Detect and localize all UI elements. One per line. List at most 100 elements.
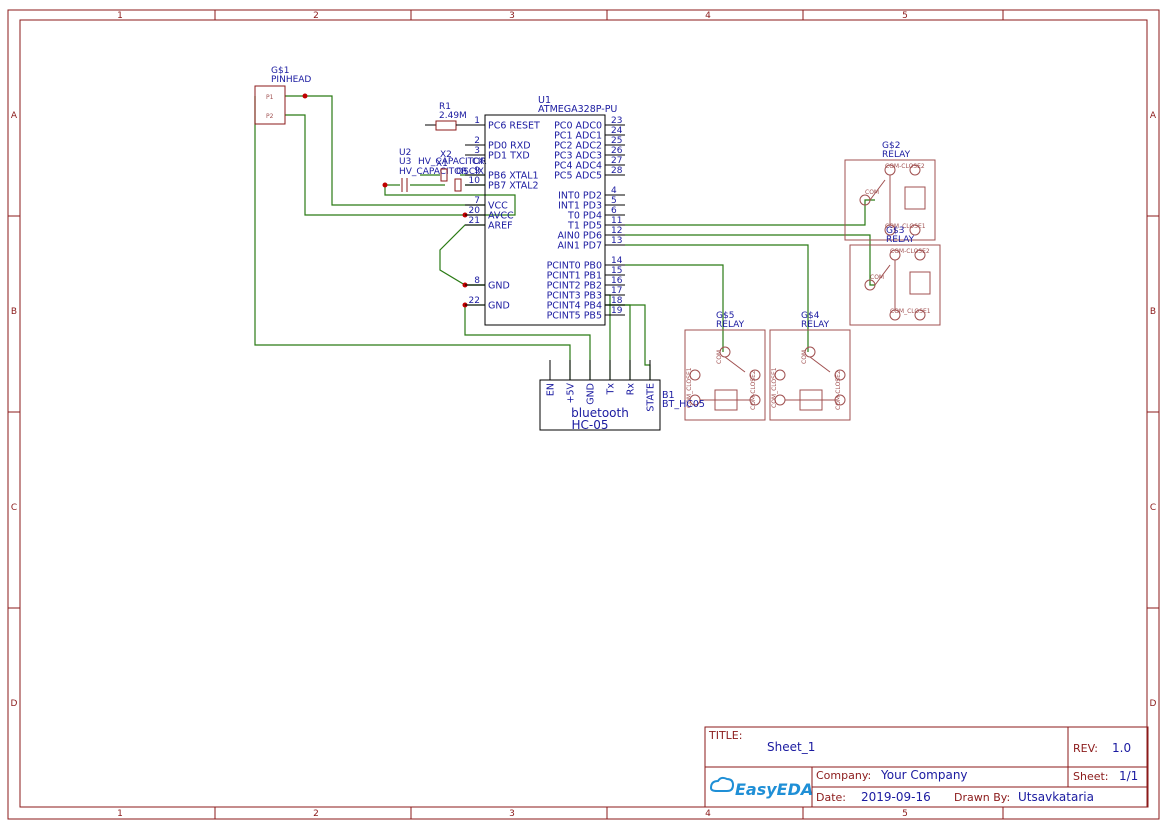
pin-name: PCINT0 PB0 — [547, 261, 602, 272]
pin-number: 27 — [611, 156, 622, 166]
pin-label: P1 — [266, 94, 274, 101]
pin-number: 21 — [469, 216, 480, 226]
pin-number: 5 — [611, 196, 617, 206]
pin-name: INT0 PD2 — [558, 191, 602, 202]
pin-number: 1 — [474, 116, 480, 126]
sheet-title: Sheet_1 — [767, 740, 815, 754]
pin-name: PD0 RXD — [488, 141, 531, 152]
pinhead-g1[interactable]: P1 P2 G$1 PINHEAD — [254, 66, 311, 125]
col-label-bottom: 2 — [313, 809, 319, 819]
pin-name: PB7 XTAL2 — [488, 181, 539, 192]
pin-number: 19 — [611, 306, 623, 316]
bt-pin-label: STATE — [646, 383, 657, 412]
relays: G$2RELAYCOMCOM-CLOSE2COM_CLOSE1G$3RELAYC… — [684, 141, 941, 421]
label-com: COM — [716, 350, 723, 364]
pin-number: 22 — [469, 296, 480, 306]
pin-number: 25 — [611, 136, 622, 146]
col-label-bottom: 5 — [902, 809, 908, 819]
col-label-top: 3 — [509, 11, 515, 21]
label-com: COM — [865, 189, 879, 196]
col-label-top: 4 — [705, 11, 711, 21]
bt-title: bluetooth — [571, 406, 629, 420]
pin-number: 8 — [474, 276, 480, 286]
relay-body — [844, 159, 936, 241]
r1-ref: R1 — [439, 102, 451, 112]
pin-number: 12 — [611, 226, 622, 236]
u1-ref: U1 — [538, 95, 551, 106]
label-nc: COM-CLOSE2 — [885, 163, 925, 170]
company-value: Your Company — [880, 768, 968, 782]
pin-name: PCINT2 PB2 — [547, 281, 602, 292]
pin-number: 2 — [474, 136, 480, 146]
label-com: COM — [870, 274, 884, 281]
bt-pin-label: GND — [586, 383, 597, 405]
crystals[interactable]: X2 CX X1 OSCIX — [436, 150, 484, 192]
r1-value: 2.49M — [439, 111, 467, 121]
x2-value: CX — [472, 157, 484, 167]
pin-name: PC5 ADC5 — [554, 171, 602, 182]
pin-name: PC6 RESET — [488, 121, 540, 132]
logo-text: EasyEDA — [735, 780, 813, 799]
bt-pin-label: EN — [546, 383, 557, 396]
date-value: 2019-09-16 — [861, 790, 931, 804]
pin-name: T1 PD5 — [567, 221, 602, 232]
easyeda-logo: EasyEDA — [709, 776, 813, 799]
pin-name: GND — [488, 281, 510, 292]
pin-name: PC0 ADC0 — [554, 121, 602, 132]
u1-value: ATMEGA328P-PU — [538, 104, 617, 115]
drawn-label: Drawn By: — [954, 791, 1010, 804]
relay-body — [769, 329, 851, 421]
col-label-top: 1 — [117, 11, 123, 21]
u2-value: HV_CAPACITOR — [418, 157, 487, 167]
date-label: Date: — [816, 791, 846, 804]
terminal — [914, 249, 926, 261]
pin-name: PCINT4 PB4 — [547, 301, 602, 312]
drawing-frame: 1 2 3 4 5 1 2 3 4 5 A B C D A B C D — [7, 9, 1160, 820]
pin-number: 14 — [611, 256, 623, 266]
wires — [254, 95, 875, 380]
relay-value: RELAY — [716, 320, 745, 330]
pin-number: 17 — [611, 286, 622, 296]
pin-number: 7 — [474, 196, 480, 206]
col-label-bottom: 4 — [705, 809, 711, 819]
row-label-right: B — [1150, 307, 1156, 317]
contact — [874, 264, 891, 286]
pin-name: AIN1 PD7 — [557, 241, 602, 252]
pin-number: 4 — [611, 186, 617, 196]
relay-body — [849, 244, 941, 326]
terminal — [689, 369, 701, 381]
pin-name: AIN0 PD6 — [557, 231, 602, 242]
col-label-bottom: 1 — [117, 809, 123, 819]
pin-name: AREF — [488, 221, 513, 232]
pin-number: 9 — [474, 166, 480, 176]
terminal — [774, 369, 786, 381]
relay-ref: G$4 — [801, 311, 820, 321]
label-nc: COM_CLOSE1 — [686, 367, 693, 408]
pin-name: PCINT3 PB3 — [547, 291, 602, 302]
pin-name: PCINT5 PB5 — [547, 311, 602, 322]
pin-number: 11 — [611, 216, 622, 226]
relay-body — [684, 329, 766, 421]
u3-value: HV_CAPACITOR — [399, 167, 468, 177]
u3-ref: U3 — [399, 157, 411, 167]
label-no: COM-CLOSE2 — [835, 370, 842, 410]
terminal — [909, 224, 921, 236]
junction-dot — [302, 93, 308, 99]
g1-value: PINHEAD — [271, 75, 311, 85]
pin-name: PC4 ADC4 — [554, 161, 602, 172]
label-no: COM_CLOSE1 — [890, 308, 931, 315]
rev-label: REV: — [1073, 742, 1098, 755]
relay-value: RELAY — [882, 150, 911, 160]
pin-number: 15 — [611, 266, 622, 276]
label-nc: COM_CLOSE1 — [771, 367, 778, 408]
capacitors[interactable]: U2 HV_CAPACITOR U3 HV_CAPACITOR — [399, 148, 487, 192]
pin-name: AVCC — [488, 211, 514, 222]
pin-name: INT1 PD3 — [558, 201, 602, 212]
